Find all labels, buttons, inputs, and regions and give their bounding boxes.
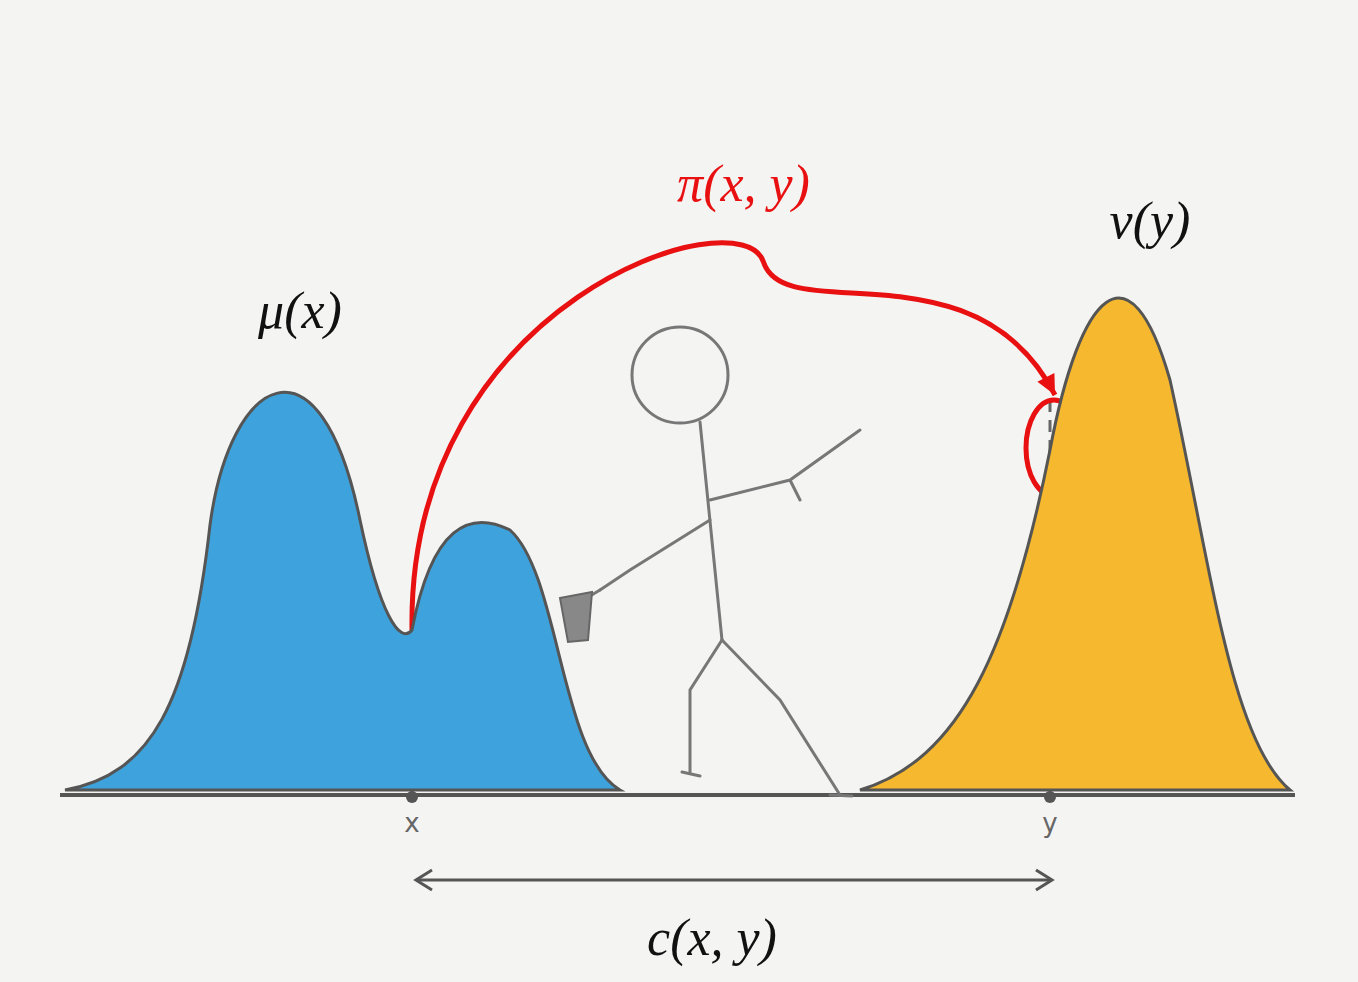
- distribution-shape: μ(x): [60, 285, 630, 800]
- edge-label: π(x, y): [677, 158, 810, 210]
- point-label: y: [1042, 810, 1057, 836]
- cost-label: c(x, y): [647, 912, 777, 964]
- axis-line: [60, 793, 1295, 797]
- point-label: x: [404, 810, 419, 836]
- point-dot: [1044, 791, 1056, 803]
- point-dot: [406, 791, 418, 803]
- stick-figure: [575, 327, 860, 796]
- distribution-shape: ν(y): [850, 195, 1300, 800]
- density-curve: [60, 285, 630, 800]
- bucket: [560, 592, 592, 642]
- arrow-head: [1037, 373, 1055, 395]
- distribution-label: ν(y): [1110, 195, 1191, 247]
- density-curve: [850, 195, 1300, 800]
- cost-arrow: [416, 870, 1052, 890]
- distribution-label: μ(x): [258, 285, 342, 337]
